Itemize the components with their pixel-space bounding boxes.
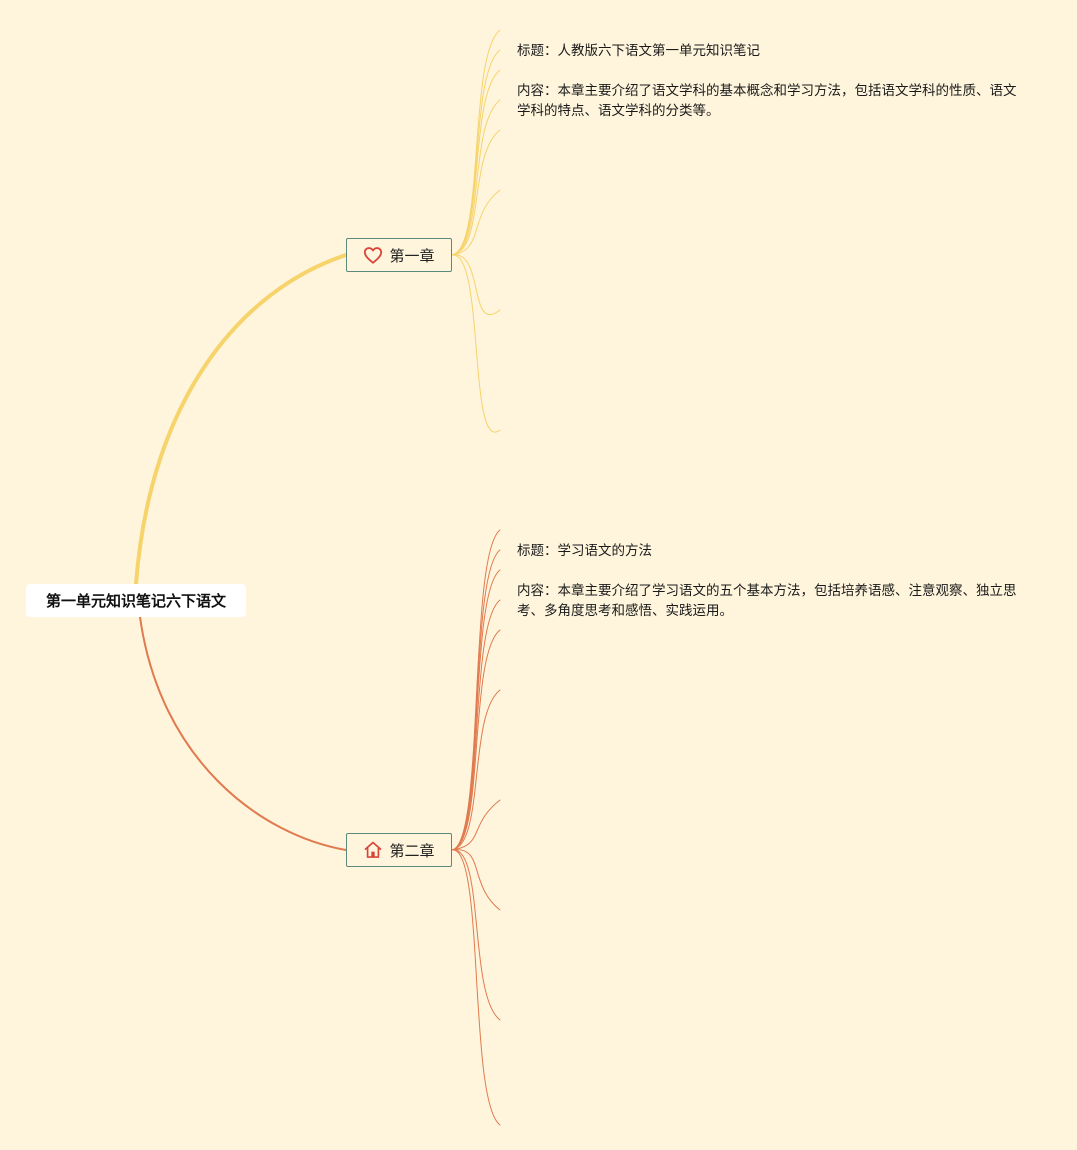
root-node[interactable]: 第一单元知识笔记六下语文 [26,584,246,617]
connector-chapter-2-leaf [451,849,501,911]
chapter-2-title-note[interactable]: 标题：学习语文的方法 [517,543,652,559]
chapter-2-label: 第二章 [389,841,435,860]
connector-chapter-2-leaf [451,629,501,851]
connector-chapter-1-leaf [451,69,501,256]
connector-chapter-2-leaf [451,599,501,851]
chapter-2-content-note[interactable]: 内容：本章主要介绍了学习语文的五个基本方法，包括培养语感、注意观察、独立思考、多… [517,583,1017,619]
heart-icon [363,245,383,265]
connector-chapter-1-leaf [451,29,501,256]
chapter-1-label: 第一章 [389,246,435,265]
connector-chapter-2-leaf [451,799,501,851]
connector-chapter-2-leaf [451,529,501,851]
connector-chapter-1-leaf [451,99,501,256]
connector-chapter-2-leaf [451,689,501,851]
connector-root-chapter-2 [139,616,347,851]
chapter-1-title-note[interactable]: 标题：人教版六下语文第一单元知识笔记 [517,43,760,59]
connector-root-chapter-1 [134,253,348,586]
root-node-label: 第一单元知识笔记六下语文 [45,592,226,610]
chapter-node-2[interactable]: 第二章 [346,833,452,867]
connector-chapter-2-leaf [451,849,501,1021]
chapter-1-content-note[interactable]: 内容：本章主要介绍了语文学科的基本概念和学习方法，包括语文学科的性质、语文学科的… [517,83,1017,119]
connector-chapter-2-leaf [451,569,501,851]
connector-chapter-1-leaf [451,129,501,256]
connector-chapter-2-leaf [451,849,501,1126]
chapter-node-1[interactable]: 第一章 [346,238,452,272]
connector-chapter-1-leaf [451,189,501,256]
connector-chapter-1-leaf [451,254,501,315]
connector-chapter-1-leaf [451,254,501,433]
home-icon [363,840,383,860]
